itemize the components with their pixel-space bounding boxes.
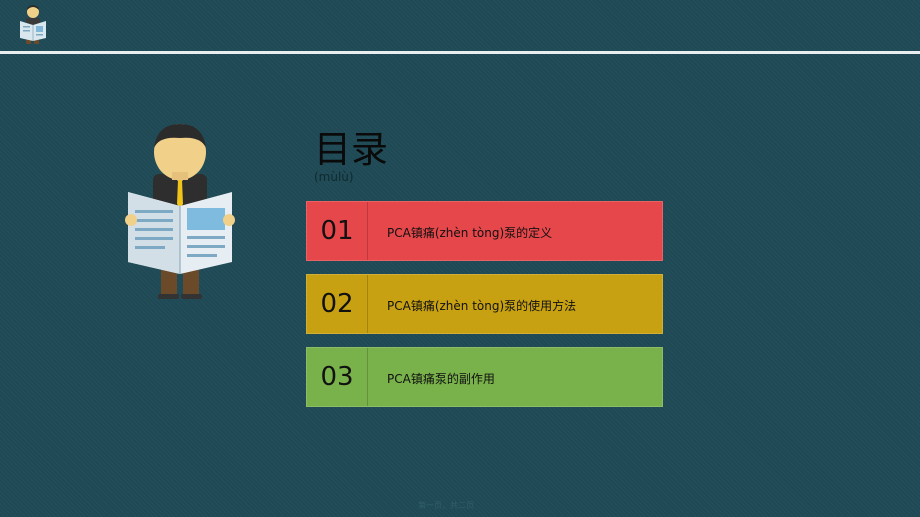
reading-man-illustration-icon bbox=[125, 124, 235, 299]
top-divider bbox=[0, 51, 920, 54]
toc-item-3[interactable]: 03 PCA镇痛泵的副作用 bbox=[306, 347, 663, 407]
title-pinyin: (mùlù) bbox=[314, 170, 354, 184]
toc-item-2[interactable]: 02 PCA镇痛(zhèn tòng)泵的使用方法 bbox=[306, 274, 663, 334]
page-footer: 第一页，共二页 bbox=[418, 501, 474, 510]
toc-item-label: PCA镇痛泵的副作用 bbox=[387, 372, 495, 386]
toc-item-number: 01 bbox=[307, 202, 368, 260]
toc-item-number: 02 bbox=[307, 275, 368, 333]
toc-item-label: PCA镇痛(zhèn tòng)泵的使用方法 bbox=[387, 299, 577, 313]
page-title: 目录 bbox=[314, 128, 388, 171]
toc-item-number: 03 bbox=[307, 348, 368, 406]
reading-man-logo-icon bbox=[20, 5, 46, 44]
toc-item-1[interactable]: 01 PCA镇痛(zhèn tòng)泵的定义 bbox=[306, 201, 663, 261]
toc-item-label: PCA镇痛(zhèn tòng)泵的定义 bbox=[387, 226, 553, 240]
